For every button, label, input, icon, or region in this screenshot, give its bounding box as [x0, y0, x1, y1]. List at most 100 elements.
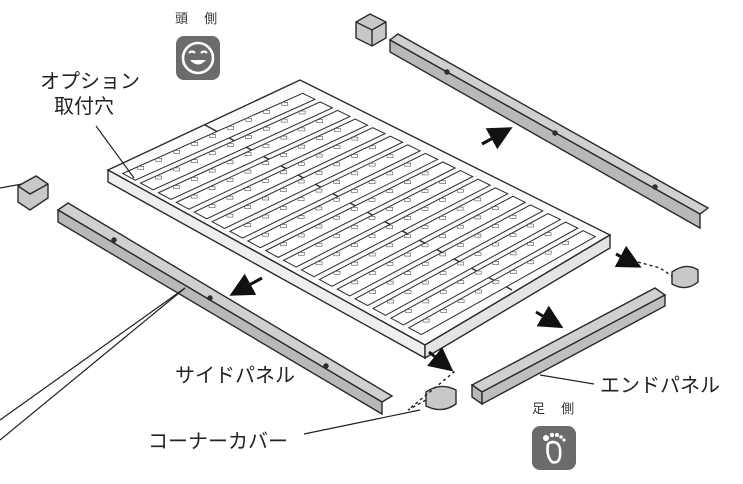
slat-hole	[297, 162, 305, 166]
slat-hole	[227, 143, 234, 147]
slat-hole	[333, 215, 340, 220]
slat-hole	[262, 179, 269, 183]
corner-cover-right	[671, 265, 699, 289]
slat-hole	[280, 153, 288, 157]
slat-hole	[280, 135, 288, 140]
slat-hole	[263, 110, 270, 114]
slat-hole	[173, 185, 180, 189]
slat-hole	[386, 225, 394, 229]
slat-hole	[527, 223, 534, 228]
slats	[121, 92, 597, 336]
slat-hole	[350, 225, 358, 229]
slat-hole	[405, 309, 412, 313]
corner-cover-left	[17, 175, 49, 211]
slat	[282, 170, 474, 268]
slat-hole	[315, 188, 323, 193]
slat-hole	[422, 280, 429, 285]
slat-hole	[404, 271, 412, 276]
slat-hole	[262, 214, 269, 219]
slat-hole	[386, 262, 394, 266]
slat-hole	[226, 195, 234, 200]
slat-hole	[209, 151, 216, 155]
slat-hole	[544, 232, 552, 236]
slat-hole	[492, 261, 500, 265]
slat-hole	[562, 241, 570, 245]
slat-hole	[281, 102, 288, 106]
side-panel-right	[388, 33, 710, 230]
corner-cover-bottom	[425, 385, 457, 411]
slat-hole	[298, 110, 306, 115]
slat-hole	[244, 152, 252, 156]
slat-hole	[421, 189, 429, 193]
slat-hole	[368, 234, 376, 238]
slat	[336, 195, 527, 297]
option-holes-label-line2: 取付穴	[54, 94, 114, 118]
slat	[157, 109, 352, 201]
slat-hole	[298, 144, 305, 149]
slat-hole	[191, 142, 198, 146]
slat	[246, 152, 439, 249]
slat	[318, 187, 509, 287]
slat-hole	[333, 234, 341, 238]
slat-hole	[387, 299, 394, 304]
slat-hole	[492, 224, 499, 228]
slat-hole	[439, 180, 447, 184]
slat	[175, 118, 369, 210]
slat-hole	[280, 118, 288, 123]
slat-hole	[137, 166, 144, 170]
slat-hole	[386, 243, 394, 248]
slat-hole	[333, 252, 341, 257]
end-panel-label: エンドパネル	[600, 373, 720, 397]
slat-hole	[386, 280, 394, 285]
slat	[264, 161, 457, 258]
direction-arrows	[229, 127, 642, 372]
slat	[139, 101, 334, 191]
slat-hole	[351, 261, 358, 266]
head-side-label: 頭 側	[175, 12, 224, 27]
slat-hole	[421, 171, 429, 176]
slat-hole	[474, 197, 482, 202]
slat-hole	[297, 233, 305, 238]
slat-hole	[439, 289, 447, 294]
slat-hole	[439, 252, 447, 257]
slat-hole	[421, 207, 429, 211]
slat-hole	[280, 242, 287, 247]
slat	[407, 230, 597, 336]
slat-hole	[315, 153, 323, 158]
slat-hole	[404, 252, 411, 257]
slat-hole	[386, 171, 394, 176]
slat-hole	[527, 260, 535, 265]
slat-hole	[351, 171, 358, 176]
slat-hole	[439, 216, 446, 220]
slat-hole	[297, 215, 305, 219]
slat-hole	[333, 197, 340, 202]
slat-hole	[351, 136, 359, 141]
slat-hole	[368, 198, 376, 202]
slat-hole	[369, 271, 376, 275]
slat-hole	[262, 126, 270, 131]
slat-hole	[457, 280, 465, 285]
slat-hole	[245, 118, 252, 122]
slat-hole	[404, 216, 411, 220]
slat-hole	[474, 252, 482, 256]
slat-hole	[208, 204, 216, 208]
slat-hole	[369, 145, 376, 150]
slat-hole	[404, 162, 411, 167]
slat-hole	[368, 216, 376, 220]
slat-hole	[262, 144, 270, 148]
slat-hole	[173, 167, 180, 172]
side-panel-left	[56, 202, 394, 416]
slat-hole	[368, 162, 376, 167]
slat	[354, 204, 544, 307]
slat-hole	[386, 154, 394, 158]
slat-hole	[492, 242, 499, 247]
corner-cover-label: コーナーカバー	[148, 429, 288, 453]
slat-hole	[316, 136, 323, 140]
slat-hole	[351, 243, 358, 247]
slat-hole	[297, 197, 305, 201]
slat-hole	[226, 213, 234, 218]
end-panel	[470, 287, 667, 406]
slat	[193, 127, 387, 220]
slat-hole	[544, 250, 552, 255]
leader-lines	[0, 125, 595, 441]
